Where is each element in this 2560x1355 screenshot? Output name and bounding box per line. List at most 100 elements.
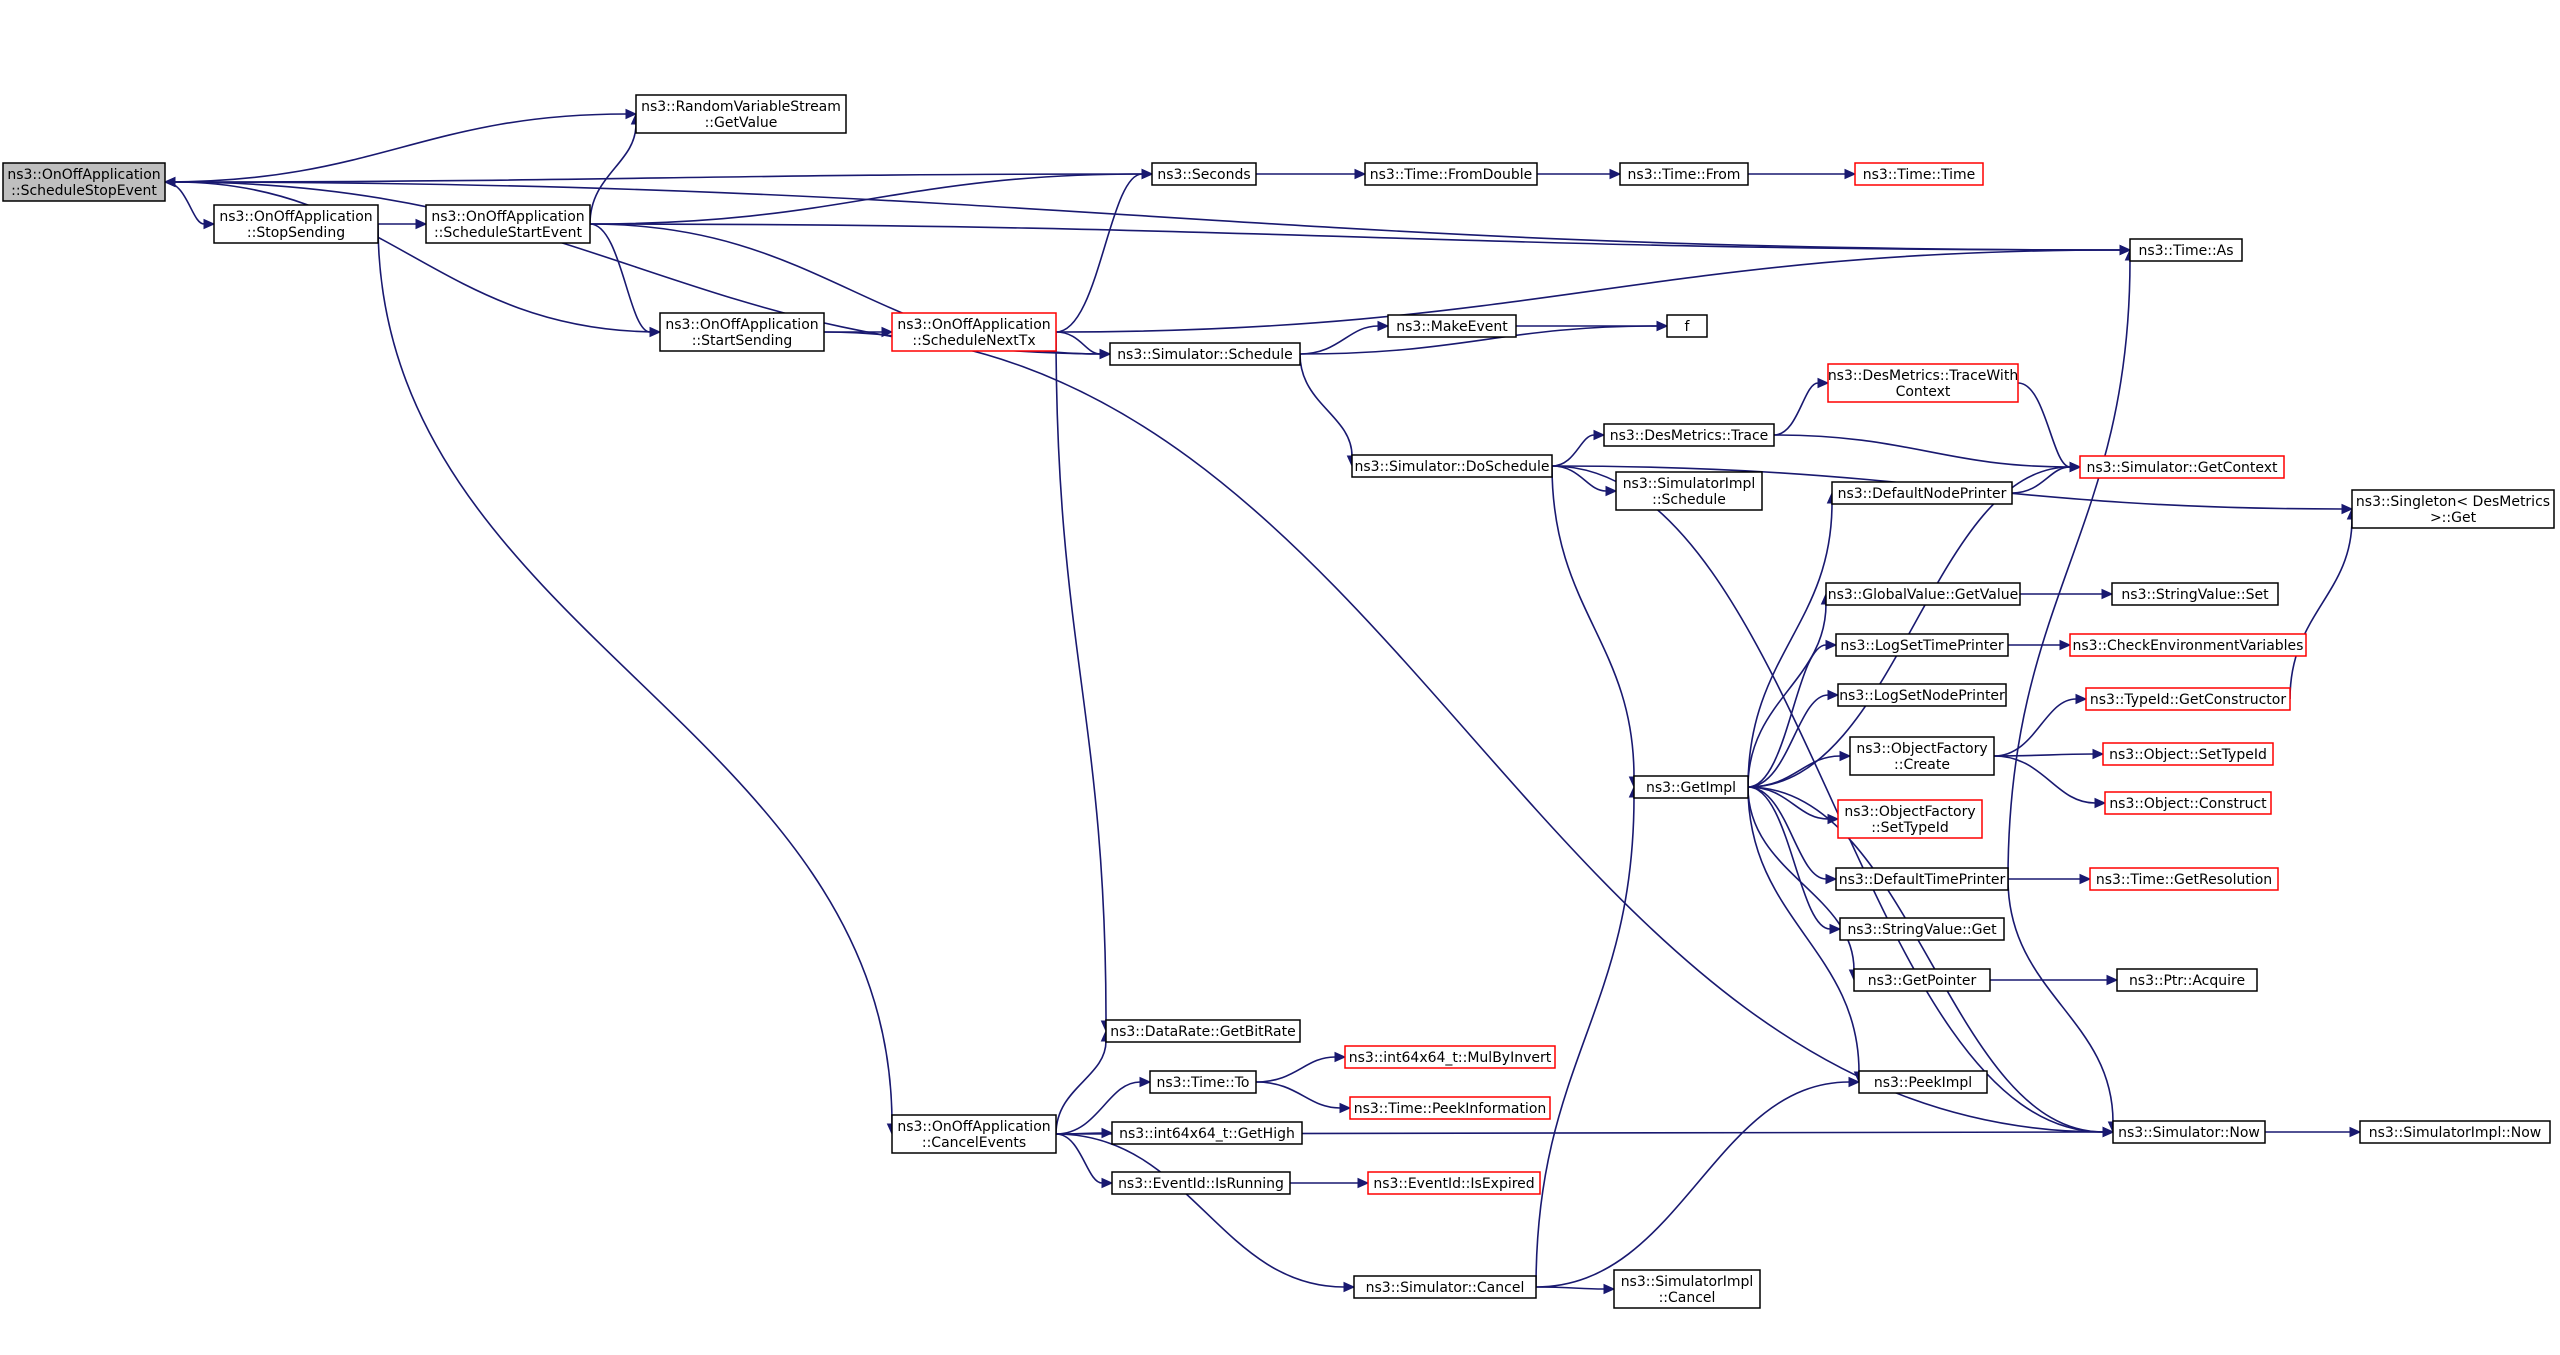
node-label-singleton-1: >::Get: [2430, 510, 2477, 526]
node-cancelevents[interactable]: ns3::OnOffApplication::CancelEvents: [891, 1114, 1057, 1154]
node-ptracquire[interactable]: ns3::Ptr::Acquire: [2116, 968, 2258, 992]
node-simcancel[interactable]: ns3::Simulator::Cancel: [1353, 1275, 1537, 1299]
edge-schednexttx-to-simschedule: [1055, 331, 1101, 355]
node-label-defnodeprinter-0: ns3::DefaultNodePrinter: [1838, 486, 2007, 502]
node-fromdouble[interactable]: ns3::Time::FromDouble: [1364, 162, 1538, 186]
arrowhead-gvgetvalue-to-svset: [2101, 588, 2114, 600]
node-box-cancelevents: [891, 1114, 1057, 1154]
node-startsending[interactable]: ns3::OnOffApplication::StartSending: [659, 312, 825, 352]
node-label-gethigh-0: ns3::int64x64_t::GetHigh: [1119, 1126, 1295, 1142]
node-timeas[interactable]: ns3::Time::As: [2129, 238, 2243, 262]
node-stopsending[interactable]: ns3::OnOffApplication::StopSending: [213, 204, 379, 244]
node-gvgetvalue[interactable]: ns3::GlobalValue::GetValue: [1825, 582, 2021, 606]
node-label-simimplnow-0: ns3::SimulatorImpl::Now: [2369, 1125, 2542, 1141]
node-getctor[interactable]: ns3::TypeId::GetConstructor: [2085, 687, 2291, 711]
node-logsettime[interactable]: ns3::LogSetTimePrinter: [1835, 633, 2009, 657]
node-dmtrace[interactable]: ns3::DesMetrics::Trace: [1603, 423, 1775, 447]
node-schedstart[interactable]: ns3::OnOffApplication::ScheduleStartEven…: [425, 204, 591, 244]
node-box-defnodeprinter: [1831, 481, 2013, 505]
node-label-cancelevents-0: ns3::OnOffApplication: [897, 1119, 1050, 1135]
node-svset[interactable]: ns3::StringValue::Set: [2111, 582, 2279, 606]
edge-simschedule-to-doschedule: [1299, 353, 1353, 457]
node-box-objsettypeid: [2102, 742, 2274, 766]
node-label-schednexttx-1: ::ScheduleNextTx: [912, 333, 1035, 349]
arrowhead-schednexttx-to-seconds: [1141, 168, 1154, 180]
edge-getimpl-to-logsettime: [1747, 644, 1827, 788]
node-label-getcontext-0: ns3::Simulator::GetContext: [2086, 460, 2278, 476]
edge-dmtracewith-to-getcontext: [2017, 382, 2071, 468]
node-seconds[interactable]: ns3::Seconds: [1151, 162, 1257, 186]
node-makeevent[interactable]: ns3::MakeEvent: [1387, 314, 1517, 338]
node-label-getbitrate-0: ns3::DataRate::GetBitRate: [1110, 1024, 1296, 1040]
arrowhead-simnow-to-simimplnow: [2349, 1126, 2362, 1138]
node-singleton[interactable]: ns3::Singleton< DesMetrics >::Get: [2351, 489, 2555, 529]
edge-startsending-to-simnow: [823, 331, 2104, 1133]
arrowhead-makeevent-to-f: [1656, 320, 1669, 332]
node-box-timeas: [2129, 238, 2243, 262]
node-mulbyinvert[interactable]: ns3::int64x64_t::MulByInvert: [1344, 1045, 1556, 1069]
node-simschedule[interactable]: ns3::Simulator::Schedule: [1109, 342, 1301, 366]
node-box-simnow: [2112, 1120, 2266, 1144]
edge-deftimeprinter-to-simnow: [2007, 878, 2114, 1123]
node-deftimeprinter[interactable]: ns3::DefaultTimePrinter: [1835, 867, 2009, 891]
node-label-rvs-0: ns3::RandomVariableStream: [641, 99, 841, 115]
node-label-dmtrace-0: ns3::DesMetrics::Trace: [1610, 428, 1769, 444]
node-schednexttx[interactable]: ns3::OnOffApplication::ScheduleNextTx: [891, 312, 1057, 352]
arrowhead-root-to-rvs: [625, 108, 638, 120]
node-gethigh[interactable]: ns3::int64x64_t::GetHigh: [1111, 1121, 1303, 1145]
node-isrunning[interactable]: ns3::EventId::IsRunning: [1111, 1171, 1291, 1195]
node-getres[interactable]: ns3::Time::GetResolution: [2089, 867, 2279, 891]
node-label-getctor-0: ns3::TypeId::GetConstructor: [2090, 692, 2286, 708]
node-simimplcancel[interactable]: ns3::SimulatorImpl::Cancel: [1613, 1269, 1761, 1309]
edge-getimpl-to-getcontext: [1747, 466, 2071, 788]
node-ofsettypeid[interactable]: ns3::ObjectFactory::SetTypeId: [1837, 799, 1983, 839]
node-root[interactable]: ns3::OnOffApplication::ScheduleStopEvent: [2, 162, 166, 202]
node-getpointer[interactable]: ns3::GetPointer: [1853, 968, 1991, 992]
edge-getimpl-to-getpointer: [1747, 786, 1855, 971]
node-objconstruct[interactable]: ns3::Object::Construct: [2104, 791, 2272, 815]
node-box-simschedule: [1109, 342, 1301, 366]
node-simnow[interactable]: ns3::Simulator::Now: [2112, 1120, 2266, 1144]
node-logsetnode[interactable]: ns3::LogSetNodePrinter: [1837, 683, 2007, 707]
node-ofcreate[interactable]: ns3::ObjectFactory::Create: [1849, 736, 1995, 776]
node-label-startsending-0: ns3::OnOffApplication: [665, 317, 818, 333]
node-box-getctor: [2085, 687, 2291, 711]
node-label-deftimeprinter-0: ns3::DefaultTimePrinter: [1839, 872, 2006, 888]
node-timetime[interactable]: ns3::Time::Time: [1854, 162, 1984, 186]
node-timefrom[interactable]: ns3::Time::From: [1619, 162, 1749, 186]
edge-getimpl-to-simnow: [1747, 786, 2104, 1133]
node-getbitrate[interactable]: ns3::DataRate::GetBitRate: [1105, 1019, 1301, 1043]
arrowhead-doschedule-to-singleton: [2341, 503, 2354, 515]
node-label-root-0: ns3::OnOffApplication: [7, 167, 160, 183]
node-svget[interactable]: ns3::StringValue::Get: [1839, 917, 2005, 941]
node-simimplschedule[interactable]: ns3::SimulatorImpl::Schedule: [1615, 471, 1763, 511]
node-box-ptracquire: [2116, 968, 2258, 992]
node-box-doschedule: [1351, 454, 1553, 478]
node-getcontext[interactable]: ns3::Simulator::GetContext: [2079, 455, 2285, 479]
node-objsettypeid[interactable]: ns3::Object::SetTypeId: [2102, 742, 2274, 766]
edge-cancelevents-to-timeto: [1055, 1081, 1141, 1135]
node-isexpired[interactable]: ns3::EventId::IsExpired: [1367, 1171, 1541, 1195]
node-doschedule[interactable]: ns3::Simulator::DoSchedule: [1351, 454, 1553, 478]
node-f[interactable]: f: [1666, 314, 1708, 338]
node-defnodeprinter[interactable]: ns3::DefaultNodePrinter: [1831, 481, 2013, 505]
node-peekimpl[interactable]: ns3::PeekImpl: [1858, 1070, 1988, 1094]
node-label-checkenv-0: ns3::CheckEnvironmentVariables: [2073, 638, 2304, 654]
edge-getimpl-to-peekimpl: [1747, 786, 1860, 1073]
node-label-fromdouble-0: ns3::Time::FromDouble: [1370, 167, 1533, 183]
node-label-rvs-1: ::GetValue: [705, 115, 778, 131]
node-label-peekimpl-0: ns3::PeekImpl: [1874, 1075, 1972, 1091]
node-timeto[interactable]: ns3::Time::To: [1149, 1070, 1257, 1094]
node-rvs[interactable]: ns3::RandomVariableStream::GetValue: [635, 94, 847, 134]
node-peekinfo[interactable]: ns3::Time::PeekInformation: [1349, 1096, 1551, 1120]
arrowhead-getimpl-to-ofcreate: [1839, 750, 1852, 762]
edge-root-to-seconds: [164, 173, 1143, 183]
arrowhead-cancelevents-to-simnow: [2102, 1126, 2115, 1138]
node-simimplnow[interactable]: ns3::SimulatorImpl::Now: [2359, 1120, 2551, 1144]
node-label-svset-0: ns3::StringValue::Set: [2121, 587, 2269, 603]
node-label-doschedule-0: ns3::Simulator::DoSchedule: [1355, 459, 1550, 475]
node-checkenv[interactable]: ns3::CheckEnvironmentVariables: [2069, 633, 2307, 657]
arrowhead-ofcreate-to-getctor: [2075, 693, 2088, 705]
node-getimpl[interactable]: ns3::GetImpl: [1633, 775, 1749, 799]
